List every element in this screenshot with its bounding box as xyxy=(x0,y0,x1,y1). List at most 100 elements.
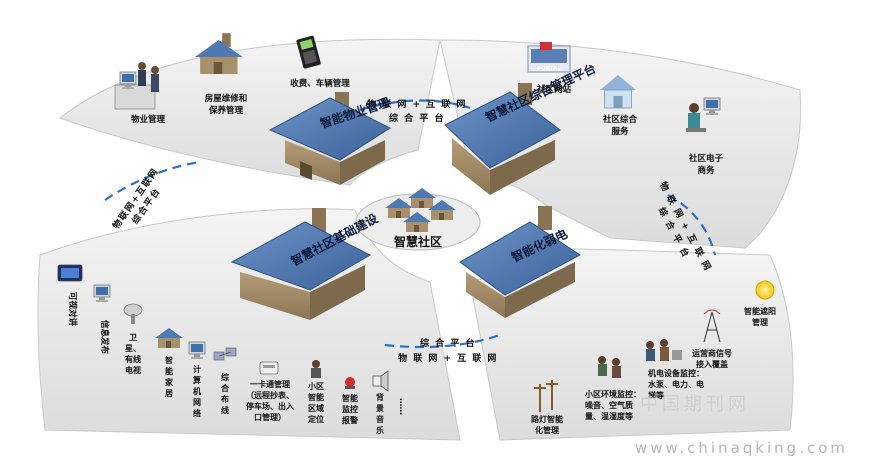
label-ecommerce-1: 社区电子 xyxy=(688,153,724,164)
label-music-4: 乐 xyxy=(376,425,384,435)
label-carrier-2: 接入覆盖 xyxy=(696,359,728,369)
item-computer-network: 计 算 机 网 络 xyxy=(188,341,206,418)
label-home-4: 居 xyxy=(165,389,173,398)
item-house-repair: 房屋维修和 保养管理 xyxy=(195,33,247,116)
house-service-icon xyxy=(600,75,636,109)
link-bottom-line2: 物 联 网 + 互 联 网 xyxy=(398,352,498,364)
label-zone-4: 定位 xyxy=(307,414,324,424)
link-label-bottom: 综 合 平 台 物 联 网 + 互 联 网 xyxy=(398,337,498,364)
item-environment-monitor: 小区环境监控： 噪音、空气质 量、温湿度等 xyxy=(584,356,641,421)
label-network-5: 络 xyxy=(193,408,201,418)
label-zone-1: 小区 xyxy=(307,381,324,391)
label-sunshade-2: 管理 xyxy=(752,317,768,327)
house-icon xyxy=(408,188,436,208)
connector-right xyxy=(667,194,717,256)
label-equipment-3: 梯等 xyxy=(648,390,664,400)
label-cabling-2: 合 xyxy=(220,383,230,393)
item-fee-vehicle: 收费、车辆管理 xyxy=(290,35,350,89)
item-streetlight: 路灯智能 化管理 xyxy=(531,380,563,435)
label-home-2: 能 xyxy=(165,366,173,376)
office-workers-icon xyxy=(114,62,159,110)
label-satellite-4: 电视 xyxy=(125,365,141,375)
label-music-1: 背 xyxy=(376,392,384,402)
label-card-2: （远程抄表、 xyxy=(246,390,294,400)
label-ecommerce-2: 商务 xyxy=(697,165,715,176)
item-community-site: PORTAL 社区网站 xyxy=(527,42,572,95)
item-ecommerce: 社区电子 商务 xyxy=(686,97,724,176)
satellite-dish-icon xyxy=(123,303,143,324)
portal-icon: PORTAL xyxy=(527,42,571,73)
item-background-music: 背 景 音 乐 xyxy=(372,370,389,435)
label-community-site: 社区网站 xyxy=(536,84,572,95)
item-sunshade: 智能遮阳 管理 xyxy=(744,280,776,327)
link-top-line1: 物 联 网 + 互 联 网 xyxy=(367,98,467,110)
watermark-cn: 中国期刊网 xyxy=(640,394,750,415)
label-info-release: 信息发布 xyxy=(99,320,110,355)
label-cabling-3: 布 xyxy=(220,394,229,404)
label-cabling-4: 线 xyxy=(221,405,229,415)
label-environment-1: 小区环境监控： xyxy=(584,389,641,399)
label-alarm-3: 报警 xyxy=(342,415,358,425)
item-equipment-monitor: 机电设备监控： 水泵、电力、电 梯等 xyxy=(646,339,704,400)
label-zone-3: 区域 xyxy=(308,403,324,413)
connector-bottom xyxy=(384,333,501,349)
label-music-2: 景 xyxy=(376,403,384,413)
label-satellite-3: 有线 xyxy=(125,354,141,364)
label-card-4: 口管理） xyxy=(254,412,286,422)
item-zone-location: 小区 智能 区域 定位 xyxy=(307,360,324,424)
label-property-mgmt: 物业管理 xyxy=(131,114,166,125)
center-label: 智慧社区 xyxy=(393,234,442,249)
label-carrier-1: 运营商信号 xyxy=(692,348,732,358)
label-alarm-1: 智能 xyxy=(342,393,358,403)
workers-icon xyxy=(646,339,682,361)
portal-sign: PORTAL xyxy=(537,66,561,72)
item-info-release: 信息发布 xyxy=(93,284,111,355)
label-equipment-1: 机电设备监控： xyxy=(648,368,704,378)
computer-user-icon xyxy=(686,97,721,132)
signal-tower-icon xyxy=(703,309,721,343)
label-network-1: 计 xyxy=(193,364,201,374)
label-card-1: 一卡通管理 xyxy=(250,379,290,389)
label-repair-1: 房屋维修和 xyxy=(205,93,248,104)
utility-pole-icon xyxy=(534,380,558,412)
house-icon xyxy=(195,33,243,74)
label-zone-2: 智能 xyxy=(308,392,324,402)
label-service-1: 社区综合 xyxy=(602,114,638,125)
label-environment-3: 量、温湿度等 xyxy=(585,411,633,421)
label-network-3: 机 xyxy=(193,386,201,396)
item-community-service: 社区综合 服务 xyxy=(600,75,637,137)
label-intercom: 可视对讲 xyxy=(67,292,78,327)
label-sunshade-1: 智能遮阳 xyxy=(744,306,776,316)
label-streetlight-1: 路灯智能 xyxy=(531,414,563,424)
label-streetlight-2: 化管理 xyxy=(535,425,559,435)
label-more: …… xyxy=(397,398,407,415)
link-top-line2: 综 合 平 台 xyxy=(389,112,445,124)
link-bottom-line1: 综 合 平 台 xyxy=(420,337,476,349)
item-smart-home: 智 能 家 居 xyxy=(155,328,183,398)
label-service-2: 服务 xyxy=(611,126,629,137)
item-intercom: 可视对讲 xyxy=(57,264,83,327)
person-icon xyxy=(311,360,321,378)
item-satellite-tv: 卫 星、 有线 电视 xyxy=(123,303,143,375)
pos-terminal-icon xyxy=(296,35,321,69)
house-weak-current: 智能化弱电 xyxy=(459,206,581,318)
center-hub: 智慧社区 xyxy=(355,188,481,251)
connector-left xyxy=(104,160,201,201)
label-cabling-1: 综 xyxy=(221,372,229,382)
sun-icon xyxy=(755,280,775,300)
label-network-4: 网 xyxy=(193,398,201,407)
label-network-2: 算 xyxy=(193,375,201,385)
label-environment-2: 噪音、空气质 xyxy=(585,400,633,410)
item-cabling: 综 合 布 线 xyxy=(213,347,237,415)
item-smart-card: 一卡通管理 （远程抄表、 停车场、出入 口管理） xyxy=(246,361,294,422)
cabling-icon xyxy=(213,347,237,361)
item-property-mgmt: 物业管理 xyxy=(114,62,166,125)
crew-icon xyxy=(598,356,621,378)
label-card-3: 停车场、出入 xyxy=(246,401,294,411)
card-reader-icon xyxy=(259,361,279,375)
label-home-3: 家 xyxy=(165,377,174,387)
label-repair-2: 保养管理 xyxy=(208,105,244,116)
speaker-icon xyxy=(372,370,389,392)
alarm-light-icon xyxy=(345,377,355,389)
